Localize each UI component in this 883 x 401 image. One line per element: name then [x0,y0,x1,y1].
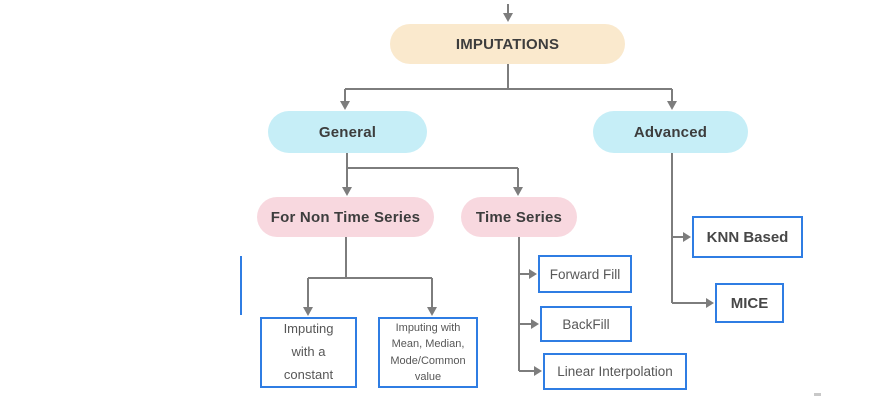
connector-lines [307,4,706,372]
node-for-non-time-series: For Non Time Series [257,197,434,237]
node-general: General [268,111,427,153]
node-mice: MICE [715,283,784,323]
node-imputing-stats: Imputing with Mean, Median, Mode/Common … [378,317,478,388]
tiny-corner-artifact [814,393,821,396]
node-forward-fill: Forward Fill [538,255,632,293]
stray-cursor-line [240,256,242,315]
node-imputing-constant: Imputing with a constant [260,317,357,388]
node-advanced: Advanced [593,111,748,153]
node-linear-interpolation: Linear Interpolation [543,353,687,390]
node-knn-based: KNN Based [692,216,803,258]
node-backfill: BackFill [540,306,632,342]
node-imputations: IMPUTATIONS [390,24,625,64]
node-time-series: Time Series [461,197,577,237]
